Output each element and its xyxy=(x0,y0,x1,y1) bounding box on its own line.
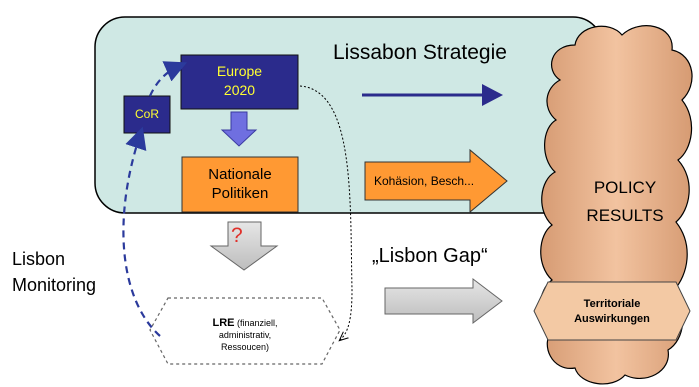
kohaesion-arrow xyxy=(364,148,508,214)
lre-box xyxy=(149,297,341,365)
lre-label-line1: LRE (finanziell, xyxy=(168,317,322,329)
nationale-politiken-box xyxy=(181,156,299,213)
lisbon-gap-label: „Lisbon Gap“ xyxy=(372,245,488,267)
policy-label-line2: RESULTS xyxy=(586,206,664,225)
lisbon-monitoring-line1: Lisbon xyxy=(12,249,66,269)
lisbon-monitoring-line2: Monitoring xyxy=(12,275,97,295)
lisbon-gap-arrow xyxy=(384,277,503,325)
kohaesion-label: Kohäsion, Besch... xyxy=(374,174,475,188)
nationale-label-line1: Nationale xyxy=(208,166,272,183)
policy-results-label: POLICY RESULTS xyxy=(575,174,675,230)
lre-label: LRE (finanziell, administrativ, Ressouce… xyxy=(168,317,322,353)
lisbon-monitoring-label: Lisbon Monitoring xyxy=(12,246,96,298)
nationale-label-line2: Politiken xyxy=(211,185,269,202)
lre-label-line3: Ressoucen) xyxy=(220,342,270,352)
policy-label-line1: POLICY xyxy=(593,178,657,197)
territoriale-label-line1: Territoriale xyxy=(583,298,641,310)
europe-2020-label: Europe 2020 xyxy=(181,62,298,100)
cor-label: CoR xyxy=(134,107,159,121)
monitoring-upper-connector xyxy=(148,61,188,97)
strategy-arrow xyxy=(362,84,503,106)
territoriale-label-line2: Auswirkungen xyxy=(574,313,650,325)
cor-box xyxy=(123,95,171,134)
dotted-connector xyxy=(299,85,353,340)
territoriale-box xyxy=(533,281,691,341)
lissabon-strategie-label: Lissabon Strategie xyxy=(333,41,507,64)
question-mark: ? xyxy=(231,224,243,247)
down-arrow-europe xyxy=(220,111,258,147)
europe-2020-box xyxy=(180,54,299,110)
territoriale-label: Territoriale Auswirkungen xyxy=(548,297,676,327)
lre-label-line2: administrativ, xyxy=(218,330,272,340)
lre-label-rest: (finanziell, xyxy=(234,318,278,328)
lre-label-bold: LRE xyxy=(212,317,235,329)
monitoring-lower-connector xyxy=(122,126,161,337)
nationale-label: Nationale Politiken xyxy=(182,165,298,203)
europe-label-line2: 2020 xyxy=(223,82,256,98)
europe-label-line1: Europe xyxy=(216,63,263,79)
question-arrow xyxy=(209,221,279,271)
